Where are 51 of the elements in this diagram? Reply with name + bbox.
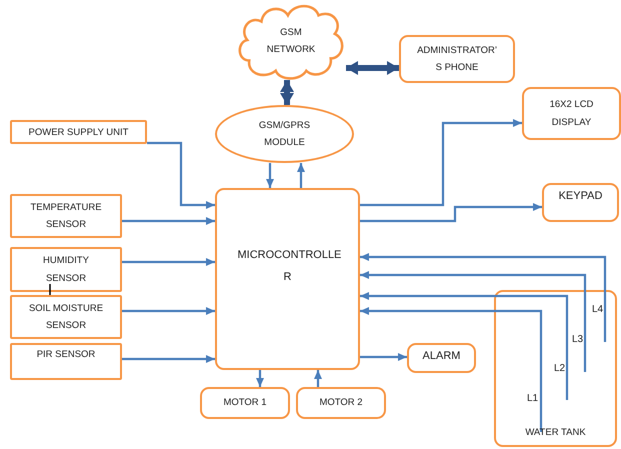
connector-line xyxy=(49,284,51,295)
sensor-box xyxy=(10,247,122,292)
arrow xyxy=(360,292,568,400)
arrow xyxy=(314,370,322,387)
arrow xyxy=(346,61,399,75)
edge-label: L4 xyxy=(592,305,604,315)
motor-box xyxy=(200,387,290,419)
node-label: WATER TANK xyxy=(524,426,587,440)
edge-label: L1 xyxy=(527,394,538,404)
arrow xyxy=(360,271,586,372)
node-label: TEMPERATURE SENSOR xyxy=(29,200,103,232)
sensor-box xyxy=(10,343,122,380)
node-label: KEYPAD xyxy=(558,189,604,204)
node-label: MOTOR 1 xyxy=(222,396,268,410)
node-label: ADMINISTRATOR’ S PHONE xyxy=(416,44,498,75)
arrow xyxy=(360,119,522,206)
node-label: SOIL MOISTURE SENSOR xyxy=(28,302,104,333)
node-label: HUMIDITY SENSOR xyxy=(42,254,90,286)
node-label: GSM NETWORK xyxy=(266,26,316,57)
arrow xyxy=(256,370,264,387)
motor-box xyxy=(296,387,386,419)
arrow xyxy=(122,217,215,225)
sensor-box xyxy=(10,295,122,339)
arrow xyxy=(360,307,542,432)
edge-label: L2 xyxy=(554,364,566,374)
arrow xyxy=(122,307,215,315)
sensor-box xyxy=(10,194,122,238)
cloud-shape xyxy=(236,2,346,80)
display-box xyxy=(522,87,621,140)
arrow xyxy=(122,258,215,266)
node-label: ALARM xyxy=(422,349,462,364)
node-label: MOTOR 2 xyxy=(318,396,364,410)
keypad-box xyxy=(542,183,619,222)
water-tank-box xyxy=(494,290,617,447)
arrow xyxy=(266,163,274,188)
node-label: 16X2 LCD DISPLAY xyxy=(548,98,594,130)
arrow xyxy=(360,253,606,342)
arrow xyxy=(297,163,305,188)
arrow xyxy=(122,355,215,363)
edge-label: L3 xyxy=(572,335,584,345)
arrow xyxy=(280,80,294,105)
arrow xyxy=(360,203,542,222)
power-supply-box xyxy=(10,120,147,144)
node-label: POWER SUPPLY UNIT xyxy=(28,126,130,140)
alarm-box xyxy=(407,343,476,373)
arrow xyxy=(360,353,407,361)
microcontroller-box xyxy=(215,188,360,370)
device-box xyxy=(399,35,515,83)
node-label: GSM/GPRS MODULE xyxy=(258,118,312,150)
arrow xyxy=(147,142,215,209)
node-label: PIR SENSOR xyxy=(36,348,96,362)
